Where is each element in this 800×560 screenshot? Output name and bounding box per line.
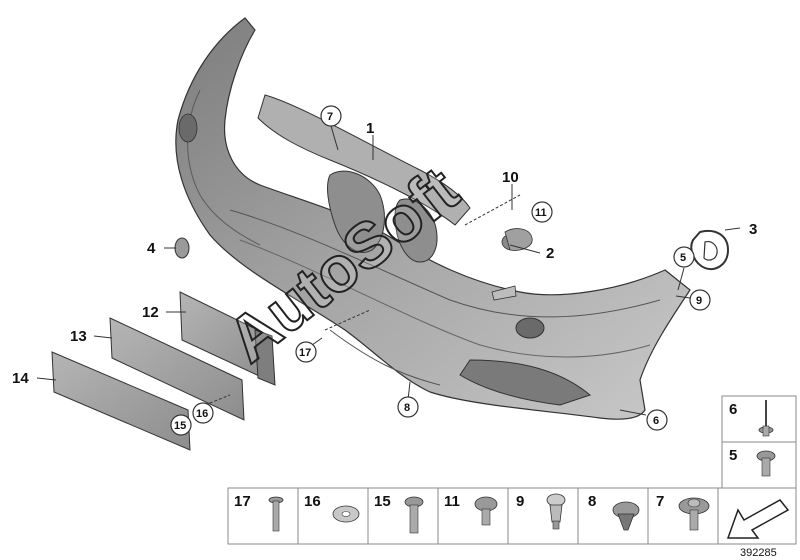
callout-15-circle: 15: [170, 414, 192, 436]
callout-15-label: 15: [174, 420, 186, 432]
direction-arrow-icon: [726, 499, 790, 539]
callout-8-label: 8: [404, 402, 410, 414]
license-plate-base-14: [51, 351, 191, 451]
side-fastener-panels: 6 5: [721, 395, 797, 489]
washer-icon: [332, 505, 360, 523]
side-panel-6-label: 6: [729, 401, 737, 418]
push-rivet-icon: [758, 400, 774, 437]
bottom-fastener-panels: 17 16 15 11 9 8 7: [227, 487, 797, 545]
bumper-cover: [175, 17, 691, 420]
panel-15-label: 15: [374, 493, 391, 510]
small-cap: [174, 237, 190, 259]
callout-8-circle: 8: [397, 396, 419, 418]
bolt-icon: [404, 496, 424, 534]
callout-11-circle: 11: [531, 201, 553, 223]
expanding-clip-icon: [546, 493, 566, 530]
grille-bracket-part: [504, 228, 533, 251]
panel-17-label: 17: [234, 493, 251, 510]
assembly-lines: [204, 194, 521, 406]
callout-14: 14: [12, 370, 29, 387]
diagram-id: 392285: [740, 547, 777, 559]
callout-17-circle: 17: [295, 341, 317, 363]
callout-4: 4: [147, 240, 156, 257]
callout-1: 1: [366, 120, 374, 137]
callout-11-label: 11: [535, 207, 547, 219]
callout-16-label: 16: [196, 408, 208, 420]
washer-screw-icon: [678, 497, 710, 531]
panel-8-label: 8: [588, 493, 596, 510]
panel-9-label: 9: [516, 493, 524, 510]
callout-6-label: 6: [653, 415, 659, 427]
panel-7-label: 7: [656, 493, 664, 510]
callout-5-circle: 5: [673, 246, 695, 268]
panel-16-label: 16: [304, 493, 321, 510]
callout-13: 13: [70, 328, 87, 345]
callout-5-label: 5: [680, 252, 686, 264]
spire-nut-icon: [612, 501, 640, 531]
grille-carrier: [257, 94, 471, 263]
panel-11-label: 11: [444, 493, 460, 510]
callout-16-circle: 16: [192, 402, 214, 424]
license-plate-base-13: [109, 317, 245, 421]
callout-9-circle: 9: [689, 289, 711, 311]
callout-3: 3: [749, 221, 757, 238]
callout-6-circle: 6: [646, 409, 668, 431]
callout-7-label: 7: [327, 111, 333, 123]
callout-12: 12: [142, 304, 159, 321]
callout-9-label: 9: [696, 295, 702, 307]
fog-lamp-bracket: [690, 230, 730, 270]
long-screw-icon: [268, 496, 284, 532]
callout-7-circle: 7: [320, 105, 342, 127]
screw-icon: [756, 450, 776, 477]
callout-10: 10: [502, 169, 519, 186]
side-panel-5-label: 5: [729, 447, 737, 464]
license-plate-base-12: [179, 291, 276, 386]
callout-2: 2: [546, 245, 554, 262]
flat-screw-icon: [474, 496, 498, 526]
callout-17-label: 17: [299, 347, 311, 359]
